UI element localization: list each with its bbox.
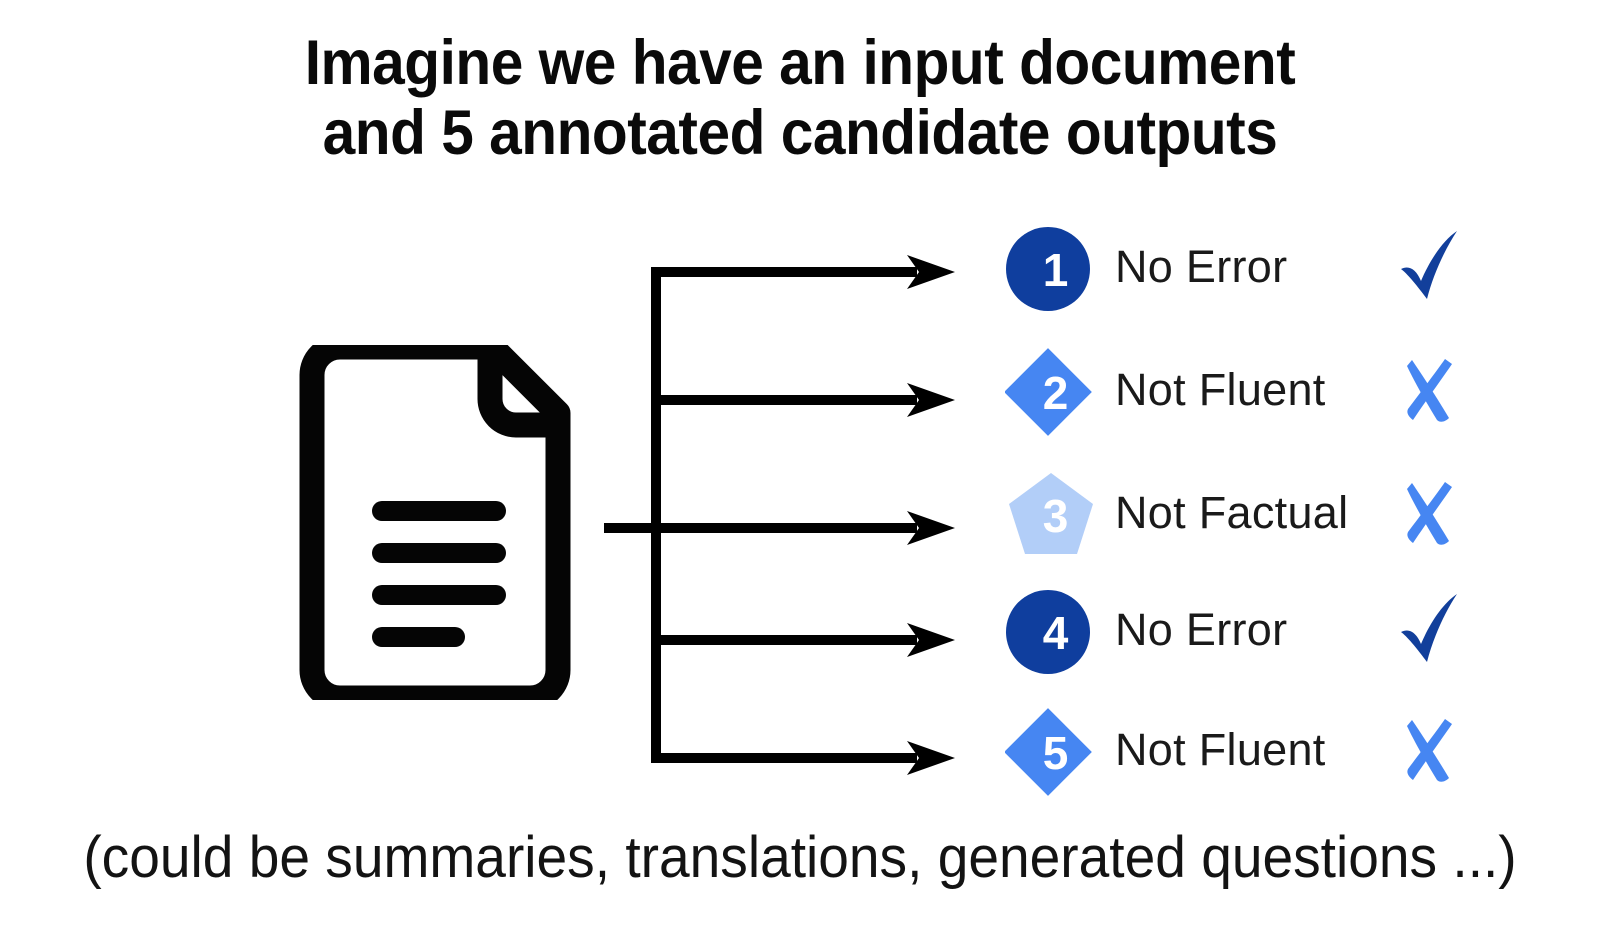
cross-icon-3: [1395, 475, 1465, 551]
document-icon: [290, 334, 580, 711]
candidate-row-2[interactable]: 2 Not Fluent: [1005, 335, 1475, 445]
page-title-line-2: and 5 annotated candidate outputs: [322, 98, 1278, 168]
badge-circle-1: 1: [1005, 221, 1097, 313]
page-title: Imagine we have an input document and 5 …: [56, 28, 1544, 168]
cross-icon-5: [1395, 712, 1465, 788]
candidate-label-3: Not Factual: [1115, 487, 1349, 538]
badge-number-4: 4: [1042, 607, 1069, 659]
candidate-label-4: No Error: [1115, 604, 1288, 655]
badge-number-1: 1: [1042, 244, 1069, 296]
branching-arrows: [595, 255, 965, 780]
candidate-row-3[interactable]: 3 Not Factual: [1005, 458, 1475, 568]
page-title-line-1: Imagine we have an input document: [304, 28, 1296, 98]
badge-diamond-2: 2: [1005, 344, 1097, 436]
caption-text: (could be summaries, translations, gener…: [83, 825, 1517, 890]
candidate-row-5[interactable]: 5 Not Fluent: [1005, 695, 1475, 805]
badge-diamond-5: 5: [1005, 704, 1097, 796]
check-icon-4: [1395, 592, 1465, 668]
badge-number-5: 5: [1042, 727, 1069, 779]
cross-icon-2: [1395, 352, 1465, 428]
candidate-row-4[interactable]: 4 No Error: [1005, 575, 1475, 685]
check-icon-1: [1395, 229, 1465, 305]
candidate-row-1[interactable]: 1 No Error: [1005, 212, 1475, 322]
badge-circle-4: 4: [1005, 584, 1097, 676]
badge-pentagon-3: 3: [1005, 467, 1097, 559]
candidate-label-2: Not Fluent: [1115, 364, 1326, 415]
badge-number-3: 3: [1042, 490, 1069, 542]
candidate-label-5: Not Fluent: [1115, 724, 1326, 775]
candidate-label-1: No Error: [1115, 241, 1288, 292]
badge-number-2: 2: [1042, 367, 1069, 419]
